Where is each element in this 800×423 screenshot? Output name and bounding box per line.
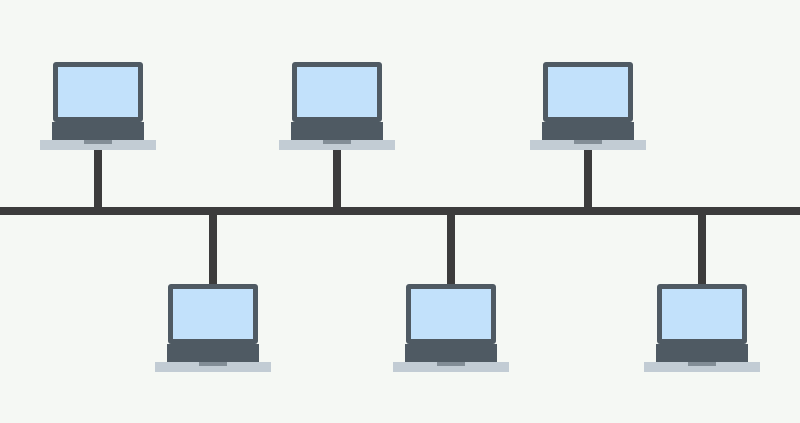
laptop-keyboard: [409, 347, 493, 359]
laptop-1-drop-cable: [94, 148, 102, 212]
laptop-keyboard: [660, 347, 744, 359]
laptop-3-drop-cable: [584, 148, 592, 212]
laptop-5-drop-cable: [447, 212, 455, 286]
laptop-icon: [279, 62, 395, 150]
laptop-base: [393, 362, 509, 372]
laptop-base: [279, 140, 395, 150]
laptop-icon: [530, 62, 646, 150]
laptop-base: [155, 362, 271, 372]
laptop-base: [530, 140, 646, 150]
laptop-keyboard: [295, 125, 379, 137]
laptop-notch: [437, 362, 465, 366]
laptop-icon: [393, 284, 509, 372]
laptop-1: [40, 62, 156, 150]
laptop-base: [644, 362, 760, 372]
laptop-5: [393, 284, 509, 372]
laptop-base: [40, 140, 156, 150]
laptop-6-drop-cable: [698, 212, 706, 286]
laptop-keyboard: [171, 347, 255, 359]
laptop-keyboard: [56, 125, 140, 137]
backbone-cable: [0, 207, 800, 215]
laptop-2-drop-cable: [333, 148, 341, 212]
laptop-keyboard: [546, 125, 630, 137]
laptop-screen: [297, 67, 377, 117]
laptop-screen: [548, 67, 628, 117]
laptop-6: [644, 284, 760, 372]
drop-cables: [94, 148, 706, 286]
laptop-screen: [173, 289, 253, 339]
laptop-4-drop-cable: [209, 212, 217, 286]
laptop-icon: [644, 284, 760, 372]
laptop-notch: [574, 140, 602, 144]
laptop-notch: [199, 362, 227, 366]
laptop-notch: [84, 140, 112, 144]
laptop-screen: [662, 289, 742, 339]
laptop-notch: [323, 140, 351, 144]
laptop-nodes: [40, 62, 760, 372]
laptop-screen: [411, 289, 491, 339]
laptop-icon: [155, 284, 271, 372]
laptop-4: [155, 284, 271, 372]
laptop-screen: [58, 67, 138, 117]
laptop-icon: [40, 62, 156, 150]
laptop-2: [279, 62, 395, 150]
laptop-3: [530, 62, 646, 150]
laptop-notch: [688, 362, 716, 366]
